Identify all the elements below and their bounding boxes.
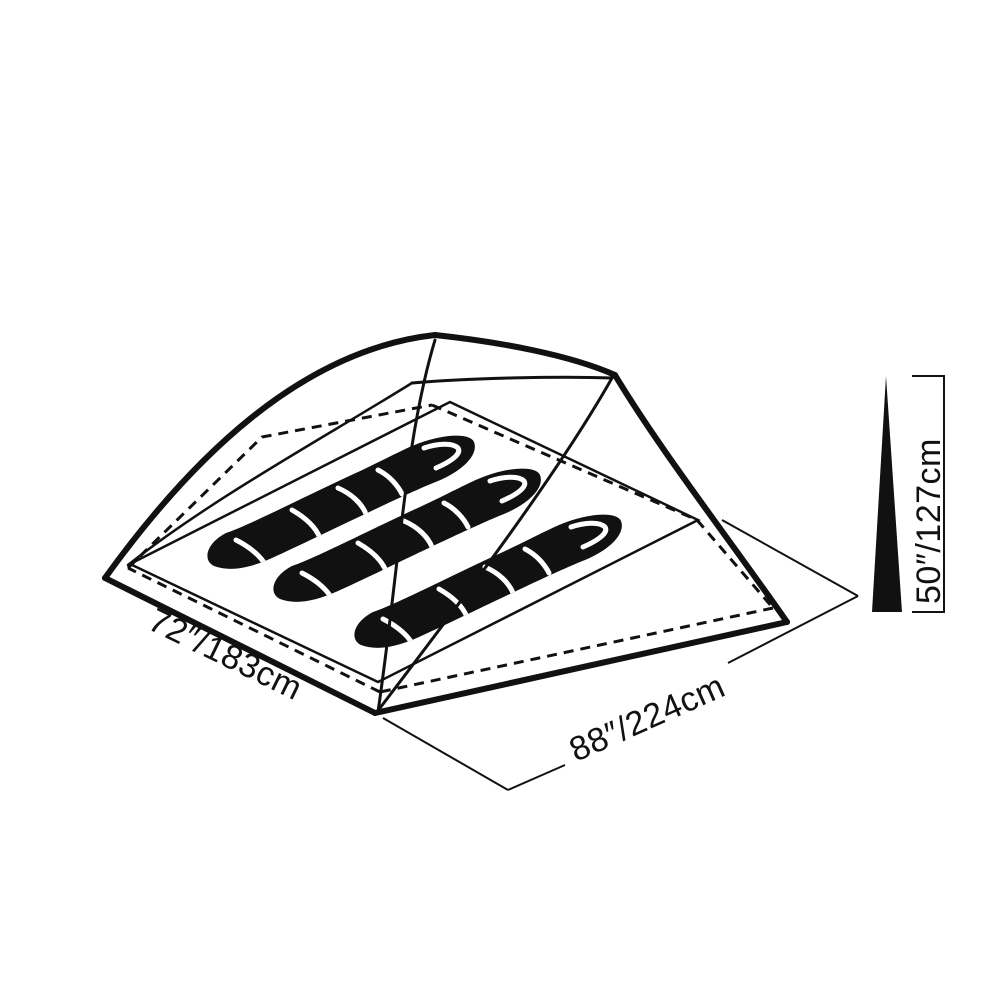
tent-floor-outline <box>126 403 775 694</box>
length-extension-right <box>721 519 859 597</box>
tent-ridge <box>432 332 618 378</box>
length-dimension-line-right <box>727 595 859 664</box>
length-label: 88″/224cm <box>564 667 731 769</box>
length-dimension <box>382 519 859 791</box>
sleeping-bag-1 <box>207 435 475 569</box>
tent-base-right <box>372 619 790 716</box>
tent-pole-cross <box>410 375 614 385</box>
tent-frame <box>102 332 790 716</box>
tent-pole-left-inner <box>126 381 414 567</box>
height-label: 50″/127cm <box>910 438 948 604</box>
length-extension-left <box>382 717 509 791</box>
tent-pole-right <box>612 372 790 625</box>
height-wedge-icon <box>872 376 902 612</box>
tent-pole-diagonal <box>378 376 614 710</box>
height-dimension: 50″/127cm <box>872 375 948 613</box>
tent-floor-panel <box>127 400 701 684</box>
height-bracket <box>912 375 945 613</box>
tent-base-left <box>102 575 378 716</box>
length-dimension-line-left <box>507 764 566 791</box>
tent-pole-left-arc <box>102 332 438 581</box>
